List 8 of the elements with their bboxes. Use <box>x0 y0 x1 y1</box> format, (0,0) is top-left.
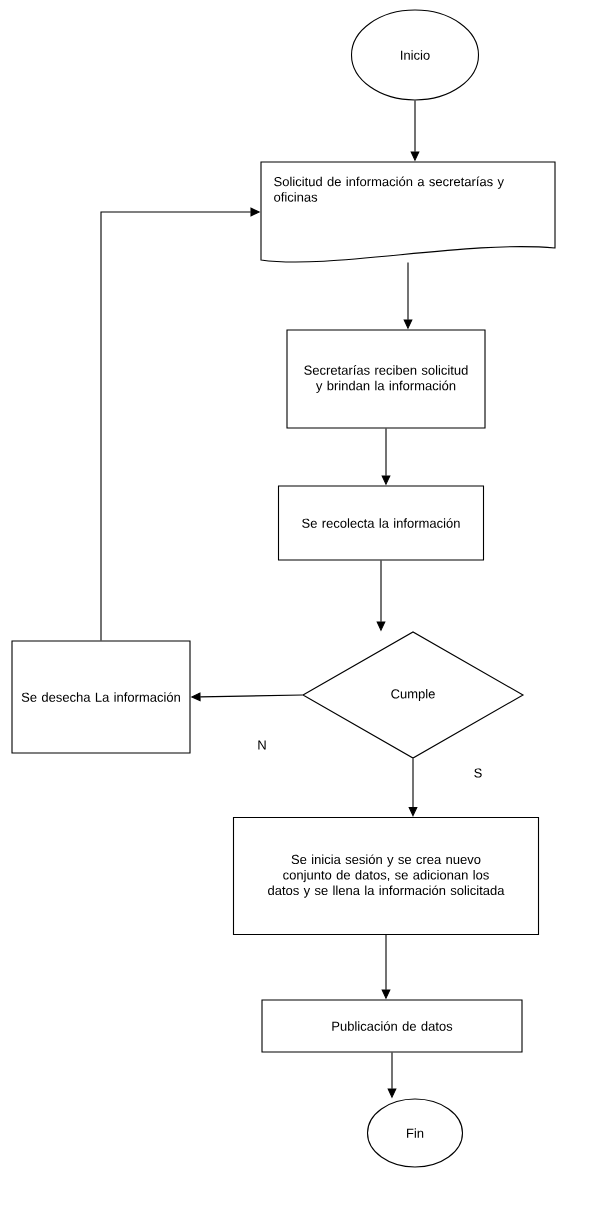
arrow <box>408 758 418 817</box>
process-box: Se desecha La información <box>11 640 191 754</box>
process-box: Se recolecta la información <box>277 485 485 561</box>
edge-label: N <box>256 739 268 751</box>
process-box: Se inicia sesión y se crea nuevo conjunto de datos, se adicionan los datos y se llena la información solicitada <box>232 816 540 936</box>
edge-label: S <box>472 767 484 779</box>
process-box: Publicación de datos <box>261 999 523 1053</box>
process-box: Secretarías reciben solicitud y brindan la información <box>286 329 486 429</box>
